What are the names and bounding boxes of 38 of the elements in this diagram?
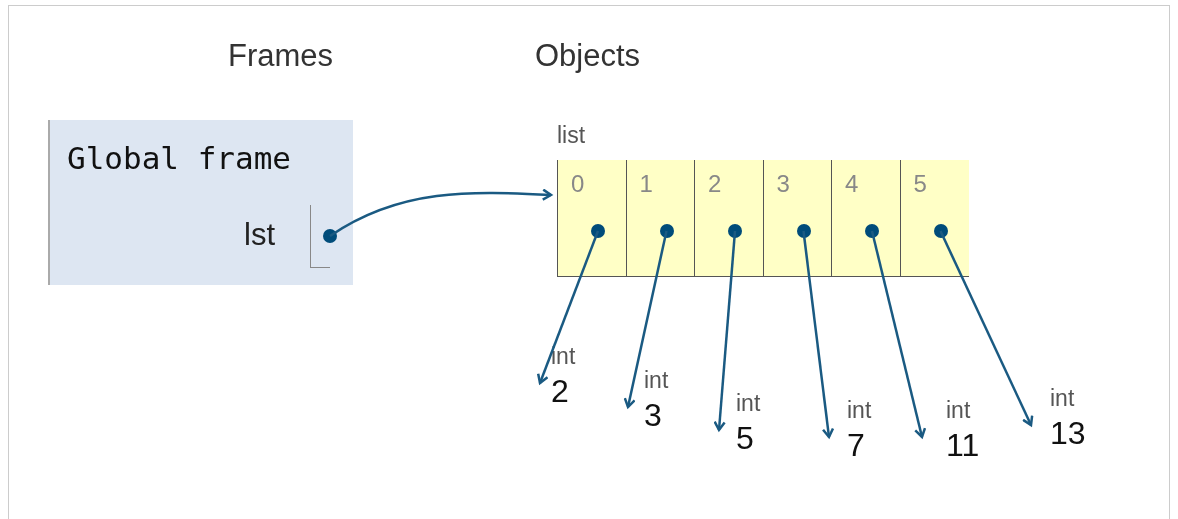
value-text: 3 [644, 397, 662, 434]
list-cell [899, 160, 969, 277]
type-label: list [557, 122, 586, 149]
frame-title: Global frame [67, 140, 291, 176]
index-number: 2 [708, 170, 722, 198]
arrow [870, 230, 927, 439]
arrow [329, 188, 553, 238]
list-cell [831, 160, 900, 277]
list-cell [762, 160, 832, 277]
column-heading: Frames [228, 38, 334, 74]
list-object [557, 122, 968, 277]
list-cell [694, 160, 763, 277]
type-label: int [946, 397, 971, 424]
list-cell [557, 160, 626, 277]
value-text: 13 [1050, 415, 1086, 452]
index-number: 3 [776, 170, 790, 198]
index-number: 0 [571, 170, 585, 198]
arrow [802, 230, 835, 439]
type-label: int [736, 390, 761, 417]
arrow [713, 230, 737, 432]
arrow [623, 230, 668, 409]
index-number: 4 [845, 170, 859, 198]
column-heading: Objects [535, 38, 641, 74]
variable-name: lst [244, 217, 275, 253]
type-label: int [847, 397, 872, 424]
type-label: int [1050, 385, 1075, 412]
frame-panel [48, 120, 353, 285]
arrow [939, 230, 1034, 427]
value-text: 5 [736, 420, 754, 457]
value-text: 11 [946, 427, 980, 464]
value-text: 2 [551, 373, 569, 410]
index-number: 1 [639, 170, 653, 198]
index-number: 5 [913, 170, 927, 198]
type-label: int [551, 343, 576, 370]
value-text: 7 [847, 427, 865, 464]
arrow [536, 230, 600, 385]
type-label: int [644, 367, 669, 394]
list-cell [625, 160, 695, 277]
